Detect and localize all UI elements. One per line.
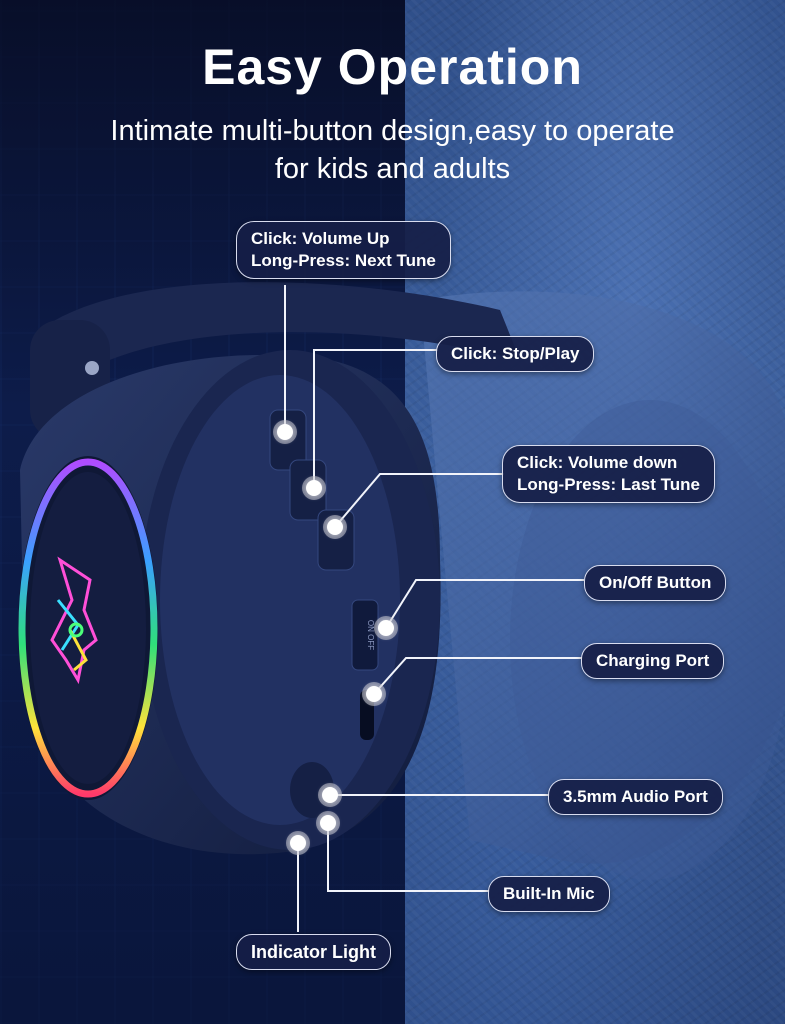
callout-volume-up-line1: Click: Volume Up [251, 229, 390, 248]
volume-down-button-marker[interactable] [327, 519, 343, 535]
switch-text: ON OFF [366, 620, 375, 650]
subtitle-line-1: Intimate multi-button design,easy to ope… [110, 115, 675, 147]
callout-mic-line1: Built-In Mic [503, 884, 595, 903]
callout-indicator-light: Indicator Light [236, 934, 391, 970]
connector-on-off [385, 579, 584, 629]
callout-charging: Charging Port [581, 643, 725, 679]
connector-mic [327, 823, 490, 892]
connector-stop-play [313, 349, 438, 488]
indicator-light-marker[interactable] [290, 835, 306, 851]
subtitle-line-2: for kids and adults [274, 153, 511, 185]
callout-volume-up: Click: Volume Up Long-Press: Next Tune [236, 221, 451, 279]
callout-on-off-line1: On/Off Button [599, 573, 712, 592]
stop-play-button-marker[interactable] [306, 480, 322, 496]
on-off-switch-marker[interactable] [378, 620, 394, 636]
callout-stop-play-line1: Click: Stop/Play [451, 344, 580, 363]
callout-volume-down-line1: Click: Volume down [517, 453, 678, 472]
callout-volume-down-line2: Long-Press: Last Tune [517, 475, 700, 494]
audio-port-marker[interactable] [322, 787, 338, 803]
logo-emblem [50, 556, 98, 685]
mic-marker[interactable] [320, 815, 336, 831]
callout-volume-up-line2: Long-Press: Next Tune [251, 251, 436, 270]
charging-port-marker[interactable] [366, 686, 382, 702]
page-subtitle: Intimate multi-button design,easy to ope… [0, 112, 785, 188]
callout-audio-port: 3.5mm Audio Port [548, 779, 723, 815]
page-title: Easy Operation [202, 39, 583, 95]
connector-charging [373, 657, 582, 695]
volume-up-button-marker[interactable] [277, 424, 293, 440]
callout-volume-down: Click: Volume down Long-Press: Last Tune [502, 445, 715, 503]
callout-indicator-light-line1: Indicator Light [251, 942, 376, 962]
callout-audio-port-line1: 3.5mm Audio Port [563, 787, 708, 806]
connector-volume-down [334, 473, 504, 528]
callout-charging-line1: Charging Port [596, 651, 710, 670]
callout-mic: Built-In Mic [488, 876, 610, 912]
callout-on-off: On/Off Button [584, 565, 727, 601]
callout-stop-play: Click: Stop/Play [436, 336, 595, 372]
